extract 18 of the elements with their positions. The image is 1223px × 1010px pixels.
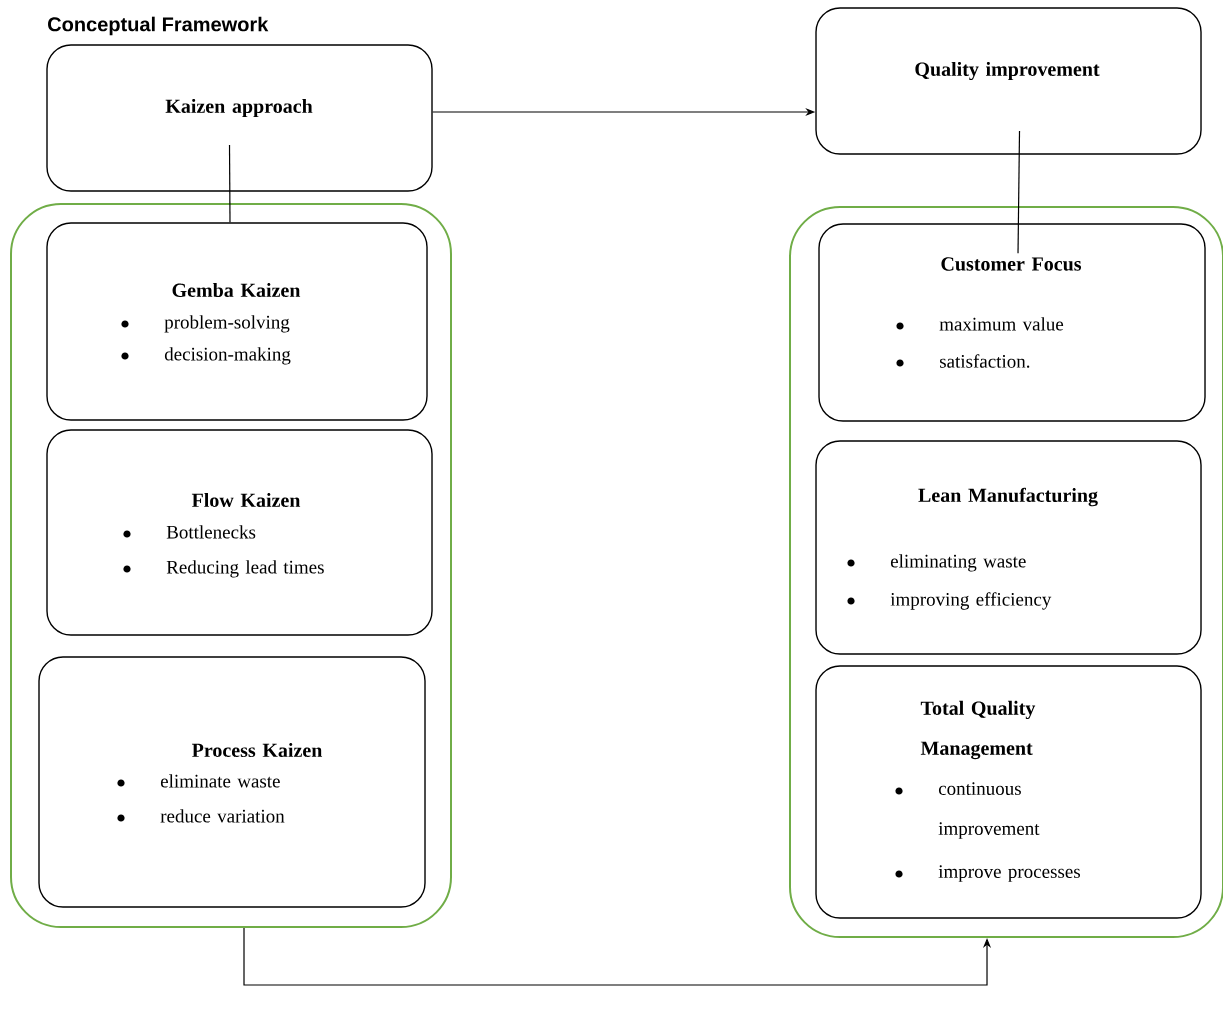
title: Conceptual Framework — [48, 16, 269, 36]
bullet-item: reduce variation — [117, 809, 285, 823]
rounded-box: Kaizen approach — [46, 44, 433, 192]
bullet-item: improve processes — [895, 865, 1080, 882]
group-frame — [10, 203, 452, 928]
bullet-item: Bottlenecks — [123, 525, 256, 539]
connector-line — [228, 144, 231, 223]
bullet-item: problem-solving — [121, 315, 290, 333]
rounded-box: Quality improvement — [815, 7, 1202, 155]
bullet-item: eliminating waste — [847, 554, 1026, 572]
group-frame — [789, 206, 1223, 938]
bullet-item: Reducing lead times — [123, 560, 324, 578]
bullet-item: satisfaction. — [896, 354, 1030, 368]
connector-line — [1017, 130, 1021, 254]
bullet-item: improving efficiency — [847, 592, 1052, 610]
bullet-item: eliminate waste — [117, 774, 280, 788]
bullet-item: maximum value — [896, 317, 1064, 331]
bullet-item: decision-making — [121, 347, 291, 365]
